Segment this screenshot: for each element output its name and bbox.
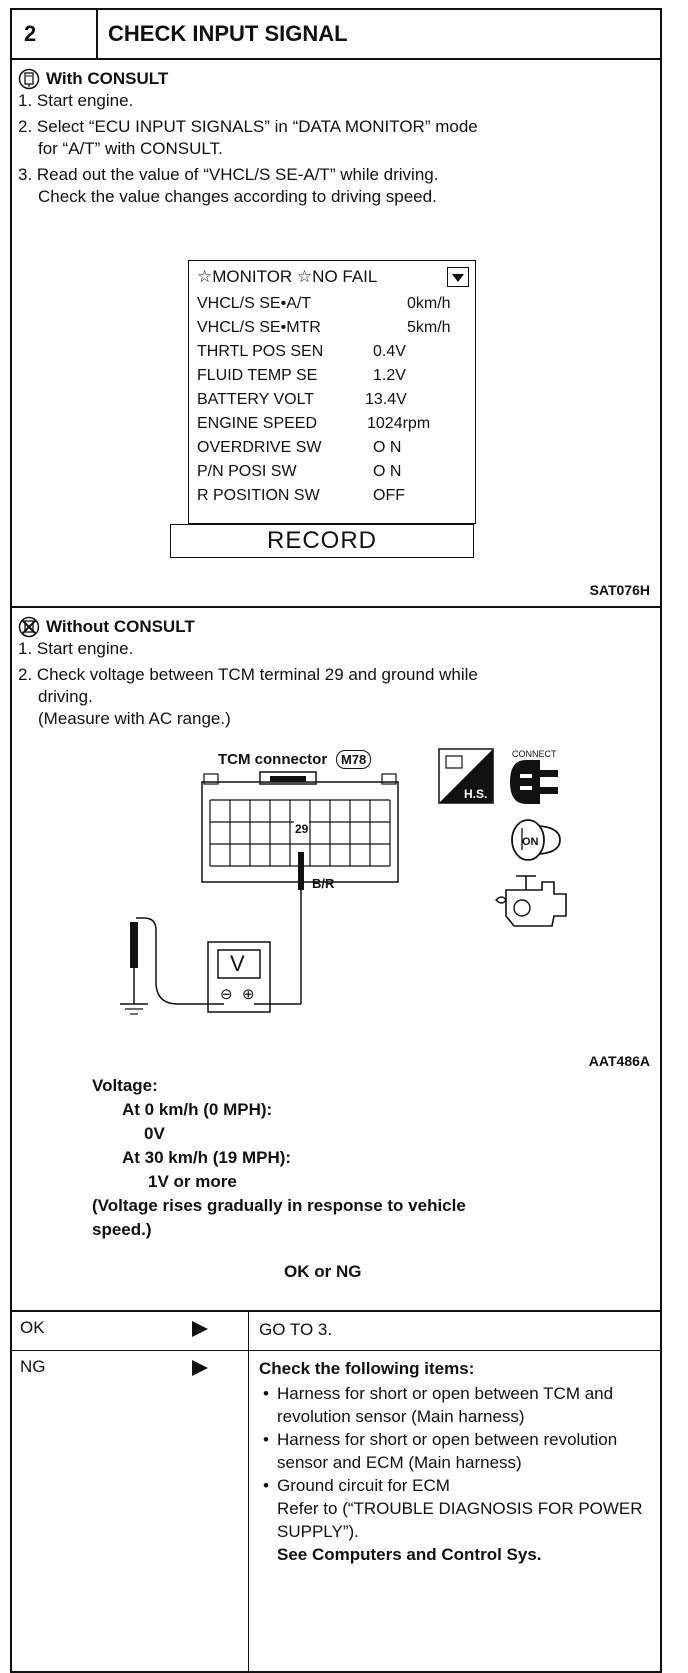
negative-terminal-icon: ⊖ xyxy=(220,986,233,1003)
step-header: 2 CHECK INPUT SIGNAL xyxy=(12,10,660,60)
result-ok-label: OK xyxy=(20,1318,45,1337)
list-item: Harness for short or open between TCM an… xyxy=(263,1382,650,1428)
tcm-connector-diagram xyxy=(120,771,399,1015)
hs-label: H.S. xyxy=(464,787,488,801)
monitor-item-name: BATTERY VOLT xyxy=(197,391,315,408)
monitor-item-value: OFF xyxy=(373,487,405,504)
arrow-right-icon xyxy=(192,1360,208,1376)
result-ok-action: GO TO 3. xyxy=(248,1312,660,1350)
monitor-row: BATTERY VOLT 13.4V xyxy=(197,391,467,413)
monitor-item-value: O N xyxy=(373,463,402,480)
voltmeter-symbol: V xyxy=(230,951,245,976)
list-item: Ground circuit for ECM xyxy=(263,1474,650,1497)
connect-plug-icon xyxy=(510,760,558,804)
no-consult-step-2: 2. Check voltage between TCM terminal 29… xyxy=(18,665,478,684)
on-label: ON xyxy=(522,836,539,848)
monitor-item-value: 1024rpm xyxy=(367,415,431,432)
result-ng-label: NG xyxy=(20,1357,46,1376)
monitor-item-name: VHCL/S SE•MTR xyxy=(197,319,321,336)
figure-code: AAT486A xyxy=(588,1053,650,1069)
arrow-right-icon xyxy=(192,1321,208,1337)
no-consult-icon xyxy=(18,616,40,638)
step-title: CHECK INPUT SIGNAL xyxy=(108,21,348,46)
consult-step-1: 1. Start engine. xyxy=(18,91,134,110)
connect-label: CONNECT xyxy=(512,749,557,759)
monitor-item-value: O N xyxy=(373,439,402,456)
ignition-on-icon xyxy=(511,819,561,861)
monitor-row: R POSITION SW OFF xyxy=(197,487,467,509)
consult-step-3: 3. Read out the value of “VHCL/S SE-A/T”… xyxy=(18,165,439,184)
result-ng-action: Check the following items: Harness for s… xyxy=(248,1351,660,1671)
consult-step-2: 2. Select “ECU INPUT SIGNALS” in “DATA M… xyxy=(18,117,478,136)
consult-step-3-cont: Check the value changes according to dri… xyxy=(38,187,437,206)
monitor-item-value: 1.2V xyxy=(373,367,406,384)
ng-check-heading: Check the following items: xyxy=(259,1359,475,1378)
result-ok-arrow xyxy=(164,1312,248,1350)
consult-step-2-cont: for “A/T” with CONSULT. xyxy=(38,139,223,158)
no-consult-step-2-note: (Measure with AC range.) xyxy=(38,709,231,728)
result-row-ok: OK GO TO 3. xyxy=(12,1312,660,1351)
with-consult-heading: With CONSULT xyxy=(46,69,169,88)
monitor-item-name: FLUID TEMP SE xyxy=(197,367,318,384)
monitor-row: VHCL/S SE•MTR 5km/h xyxy=(197,319,467,341)
without-consult-section: Without CONSULT 1. Start engine. 2. Chec… xyxy=(12,608,660,1312)
monitor-item-name: OVERDRIVE SW xyxy=(197,439,322,456)
result-prompt: OK or NG xyxy=(284,1262,362,1281)
spec-at-0-value: 0V xyxy=(144,1124,165,1143)
monitor-row: OVERDRIVE SW O N xyxy=(197,439,467,461)
no-consult-step-1: 1. Start engine. xyxy=(18,639,134,658)
wire-color-label: B/R xyxy=(312,876,335,891)
consult-tool-icon xyxy=(18,68,40,90)
spec-note-cont: speed.) xyxy=(92,1220,152,1239)
ng-check-list: Harness for short or open between TCM an… xyxy=(259,1382,650,1497)
voltage-spec-label: Voltage: xyxy=(92,1076,158,1095)
connector-label: TCM connector xyxy=(218,751,328,768)
monitor-item-value: 5km/h xyxy=(407,319,451,336)
figure-code: SAT076H xyxy=(589,582,650,598)
terminal-number: 29 xyxy=(294,819,310,839)
spec-at-30-value: 1V or more xyxy=(148,1172,237,1191)
monitor-row: THRTL POS SEN 0.4V xyxy=(197,343,467,365)
monitor-row: VHCL/S SE•A/T 0km/h xyxy=(197,295,467,317)
monitor-item-name: VHCL/S SE•A/T xyxy=(197,295,312,312)
engine-running-icon xyxy=(495,875,567,927)
spec-at-30-label: At 30 km/h (19 MPH): xyxy=(122,1148,292,1167)
spec-note: (Voltage rises gradually in response to … xyxy=(92,1196,466,1215)
result-ng-arrow xyxy=(164,1351,248,1671)
step-number: 2 xyxy=(12,10,98,58)
diagnostic-procedure-page: 2 CHECK INPUT SIGNAL With CONSULT 1. Sta… xyxy=(10,8,662,1673)
monitor-row: FLUID TEMP SE 1.2V xyxy=(197,367,467,389)
monitor-item-name: P/N POSI SW xyxy=(197,463,297,480)
monitor-item-name: ENGINE SPEED xyxy=(197,415,318,432)
spec-at-0-label: At 0 km/h (0 MPH): xyxy=(122,1100,273,1119)
monitor-item-value: 13.4V xyxy=(365,391,407,408)
monitor-item-name: THRTL POS SEN xyxy=(197,343,324,360)
monitor-header: ☆MONITOR ☆NO FAIL xyxy=(197,267,378,286)
connector-id-badge: M78 xyxy=(336,750,372,769)
with-consult-section: With CONSULT 1. Start engine. 2. Select … xyxy=(12,60,660,608)
data-monitor-screen: ☆MONITOR ☆NO FAIL VHCL/S SE•A/T 0km/h VH… xyxy=(188,260,476,524)
monitor-item-name: R POSITION SW xyxy=(197,487,320,504)
monitor-row: ENGINE SPEED 1024rpm xyxy=(197,415,467,437)
record-button[interactable]: RECORD xyxy=(170,524,474,558)
ng-refer-text: Refer to (“TROUBLE DIAGNOSIS FOR POWER S… xyxy=(277,1499,643,1541)
result-row-ng: NG Check the following items: Harness fo… xyxy=(12,1351,660,1671)
without-consult-heading: Without CONSULT xyxy=(46,617,195,636)
no-consult-step-2-cont: driving. xyxy=(38,687,93,706)
monitor-item-value: 0.4V xyxy=(373,343,406,360)
harness-side-icon xyxy=(438,748,494,804)
monitor-row: P/N POSI SW O N xyxy=(197,463,467,485)
chevron-down-icon xyxy=(452,274,464,282)
scroll-down-button[interactable] xyxy=(447,267,469,287)
monitor-item-value: 0km/h xyxy=(407,295,451,312)
list-item: Harness for short or open between revolu… xyxy=(263,1428,650,1474)
positive-terminal-icon: ⊕ xyxy=(242,986,255,1003)
ng-see-text: See Computers and Control Sys. xyxy=(277,1545,542,1564)
